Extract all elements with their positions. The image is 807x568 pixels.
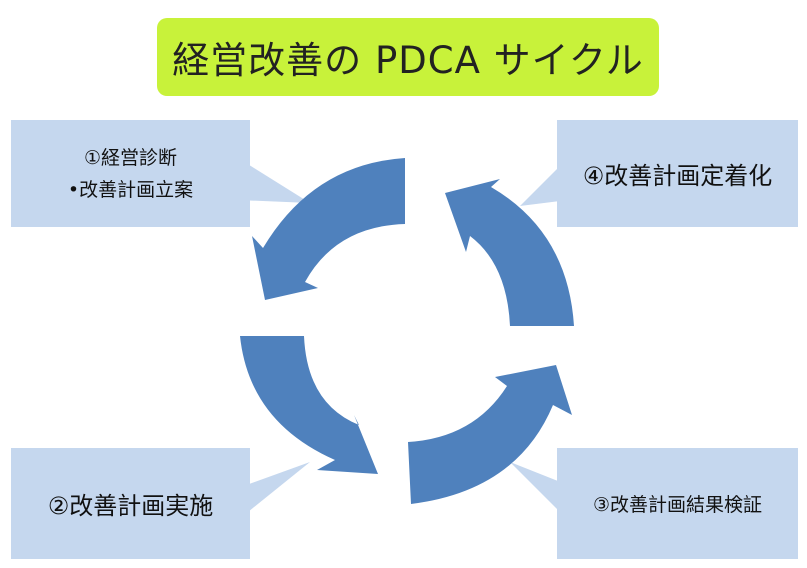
callout-1-pointer xyxy=(238,158,310,203)
step-1-line-1: ①経営診断 xyxy=(83,146,178,169)
cycle-arrow-act xyxy=(445,179,574,326)
step-4-label: ④改善計画定着化 xyxy=(582,162,773,190)
callout-step-1: ①経営診断 •改善計画立案 xyxy=(11,120,250,227)
callout-3-pointer xyxy=(510,462,568,520)
diagram-title: 経営改善の PDCA サイクル xyxy=(157,18,659,96)
callout-step-2: ②改善計画実施 xyxy=(11,448,250,559)
callout-2-pointer xyxy=(238,462,310,520)
callout-step-4: ④改善計画定着化 xyxy=(557,120,798,227)
cycle-arrow-plan xyxy=(252,158,405,300)
step-2-label: ②改善計画実施 xyxy=(47,492,214,520)
step-1-line-2: •改善計画立案 xyxy=(67,178,194,201)
step-3-label: ③改善計画結果検証 xyxy=(592,494,763,516)
callout-step-3: ③改善計画結果検証 xyxy=(557,448,798,559)
title-text: 経営改善の PDCA サイクル xyxy=(172,39,644,82)
callout-4-pointer xyxy=(520,158,568,206)
cycle-arrow-check xyxy=(408,365,572,504)
cycle-arrow-do xyxy=(240,336,378,474)
